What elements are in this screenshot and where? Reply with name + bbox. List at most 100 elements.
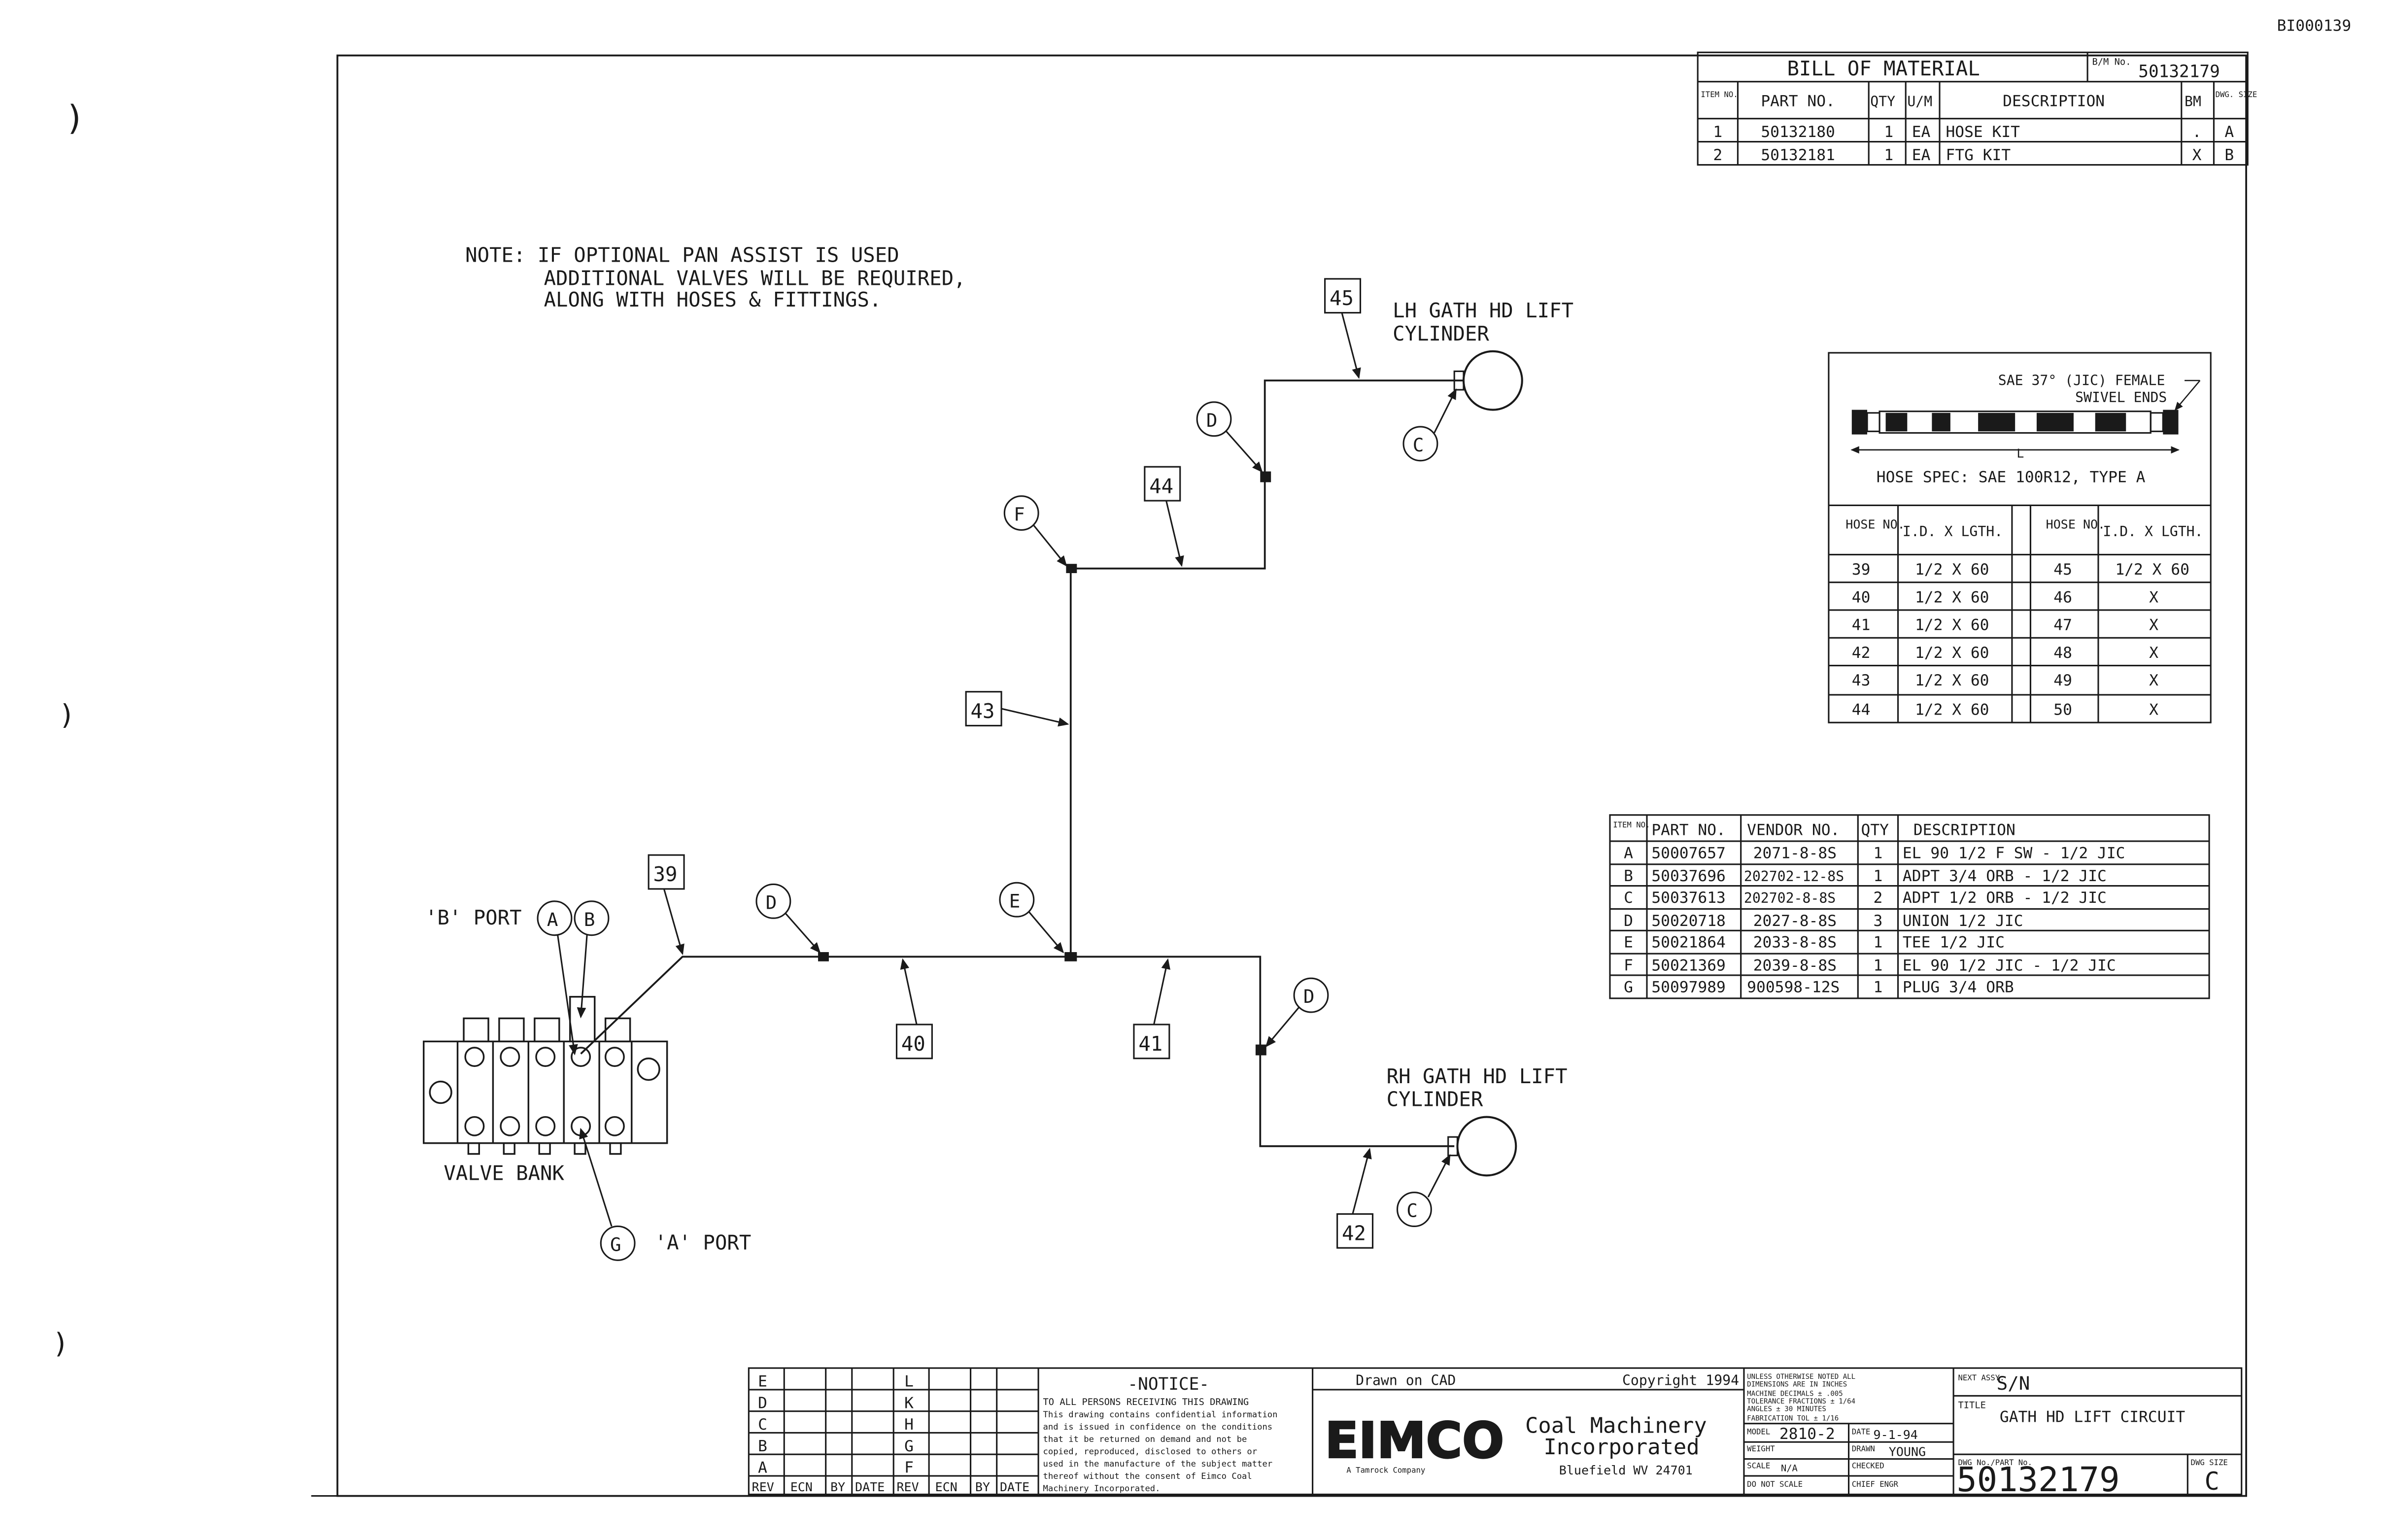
hose-cell: 1/2 X 60 — [1915, 616, 1989, 634]
fit-cell: 2071-8-8S — [1753, 844, 1837, 862]
hose-header: HOSE NO. — [2046, 517, 2105, 531]
rev-letter: L — [904, 1373, 914, 1391]
notice-line: used in the manufacture of the subject m… — [1043, 1459, 1273, 1469]
bom-title: BILL OF MATERIAL — [1787, 57, 1980, 80]
bom-header-size: DWG. SIZE — [2216, 90, 2257, 99]
scale-value: N/A — [1781, 1464, 1798, 1474]
next-assy-label: NEXT ASSY. — [1958, 1373, 2004, 1382]
notice-block: -NOTICE- TO ALL PERSONS RECEIVING THIS D… — [1043, 1374, 1278, 1494]
fit-cell: 2 — [1874, 889, 1883, 907]
lh-cylinder-label-2: CYLINDER — [1393, 322, 1489, 345]
rh-cylinder-label-1: RH GATH HD LIFT — [1387, 1064, 1568, 1088]
note-line-1: NOTE: IF OPTIONAL PAN ASSIST IS USED — [465, 243, 899, 267]
fit-cell: 50021864 — [1651, 934, 1726, 952]
fittings-table — [1609, 814, 2210, 999]
bom-cell: 1 — [1884, 146, 1893, 164]
tee-fitting — [1064, 952, 1077, 961]
hose-cell: 46 — [2053, 588, 2072, 606]
drawn-on-cad: Drawn on CAD — [1356, 1372, 1456, 1389]
callout-b: B — [584, 909, 595, 930]
fit-cell: 50007657 — [1651, 844, 1726, 862]
fit-cell: 50020718 — [1651, 912, 1726, 930]
fit-cell: 1 — [1874, 978, 1883, 996]
model-value: 2810-2 — [1779, 1425, 1835, 1443]
hose-45-label: 45 — [1330, 286, 1354, 310]
punch-mark: ) — [59, 699, 75, 731]
hose-44-label: 44 — [1149, 474, 1173, 498]
fit-header: ITEM NO. — [1613, 820, 1650, 829]
hose-cell: 50 — [2053, 701, 2072, 719]
punch-mark: ) — [65, 99, 85, 138]
bill-of-material-text: BILL OF MATERIAL B/M No. 50132179 ITEM N… — [1701, 57, 2257, 164]
hose-cell: 1/2 X 60 — [1915, 672, 1989, 689]
hose-cell: 39 — [1852, 561, 1871, 579]
dwg-number: 50132179 — [1956, 1460, 2119, 1500]
bom-cell: . — [2192, 123, 2202, 141]
hose-spec-text: SAE 37° (JIC) FEMALE SWIVEL ENDS L HOSE … — [1845, 373, 2203, 719]
rh-lift-cylinder: RH GATH HD LIFT CYLINDER — [1387, 1064, 1568, 1177]
company-name-1: Coal Machinery — [1525, 1413, 1707, 1438]
union-fitting — [1255, 1044, 1266, 1056]
fit-cell: PLUG 3/4 ORB — [1903, 978, 2014, 996]
hose-cell: 41 — [1852, 616, 1871, 634]
tolerance-line: ANGLES ± 30 MINUTES — [1747, 1405, 1826, 1413]
bom-cell: FTG KIT — [1946, 146, 2011, 164]
fit-cell: 202702-12-8S — [1744, 868, 1844, 885]
drawing-border — [336, 54, 2247, 1497]
bom-header-item: ITEM NO. — [1701, 90, 1738, 99]
drawing-title: GATH HD LIFT CIRCUIT — [2000, 1408, 2185, 1426]
punch-mark: ) — [52, 1328, 69, 1360]
hose-header: HOSE NO. — [1845, 517, 1905, 531]
chief-engr-label: CHIEF ENGR — [1852, 1479, 1899, 1489]
rev-header: BY — [830, 1480, 845, 1494]
hose-header: I.D. X LGTH. — [2103, 523, 2203, 540]
fit-cell: 3 — [1874, 912, 1883, 930]
hose-cell: 44 — [1852, 701, 1871, 719]
fit-cell: G — [1624, 978, 1633, 996]
fit-header: QTY — [1861, 821, 1889, 839]
fit-cell: 2027-8-8S — [1753, 912, 1837, 930]
bom-header-qty: QTY — [1870, 94, 1895, 110]
tolerance-line: UNLESS OTHERWISE NOTED ALL — [1747, 1373, 1855, 1381]
rev-letter: D — [758, 1394, 767, 1412]
rev-header: ECN — [935, 1480, 957, 1494]
checked-label: CHECKED — [1852, 1461, 1884, 1470]
callout-d: D — [1303, 986, 1315, 1007]
callout-d: D — [766, 891, 777, 913]
bill-of-material — [1697, 51, 2249, 166]
rev-header: REV — [897, 1480, 919, 1494]
title-label: TITLE — [1958, 1400, 1985, 1410]
rev-letter: G — [904, 1437, 914, 1455]
notice-line: Machinery Incorporated. — [1043, 1484, 1161, 1494]
rev-header: REV — [752, 1480, 774, 1494]
fitting-note-1: SAE 37° (JIC) FEMALE — [1998, 373, 2165, 389]
weight-label: WEIGHT — [1747, 1444, 1775, 1453]
fit-cell: ADPT 1/2 ORB - 1/2 JIC — [1903, 889, 2107, 907]
hose-40-label: 40 — [901, 1032, 925, 1056]
hose-illustration — [1850, 379, 2201, 454]
fit-cell: EL 90 1/2 F SW - 1/2 JIC — [1903, 844, 2125, 862]
bom-header-um: U/M — [1907, 94, 1932, 110]
hose-cell: X — [2149, 644, 2158, 662]
hose-callout-text: 39 40 41 42 43 44 45 — [653, 286, 1366, 1245]
hose-cell: X — [2149, 616, 2158, 634]
company-name-2: Incorporated — [1544, 1435, 1700, 1460]
fit-header: DESCRIPTION — [1913, 821, 2015, 839]
bom-header-part: PART NO. — [1761, 93, 1835, 110]
callout-g: G — [610, 1234, 621, 1256]
bom-cell: A — [2224, 123, 2234, 141]
hose-cell: 49 — [2053, 672, 2072, 689]
fit-cell: 1 — [1874, 844, 1883, 862]
bom-header-description: DESCRIPTION — [2003, 93, 2105, 110]
do-not-scale: DO NOT SCALE — [1747, 1479, 1803, 1489]
fit-cell: TEE 1/2 JIC — [1903, 934, 2005, 952]
fit-cell: 50097989 — [1651, 978, 1726, 996]
rev-letter: C — [758, 1416, 767, 1434]
hose-header: I.D. X LGTH. — [1903, 523, 2003, 540]
bom-header-bm: BM — [2185, 94, 2201, 110]
bom-number: 50132179 — [2138, 62, 2220, 81]
hose-cell: 1/2 X 60 — [1915, 701, 1989, 719]
rev-letter: F — [904, 1459, 914, 1477]
